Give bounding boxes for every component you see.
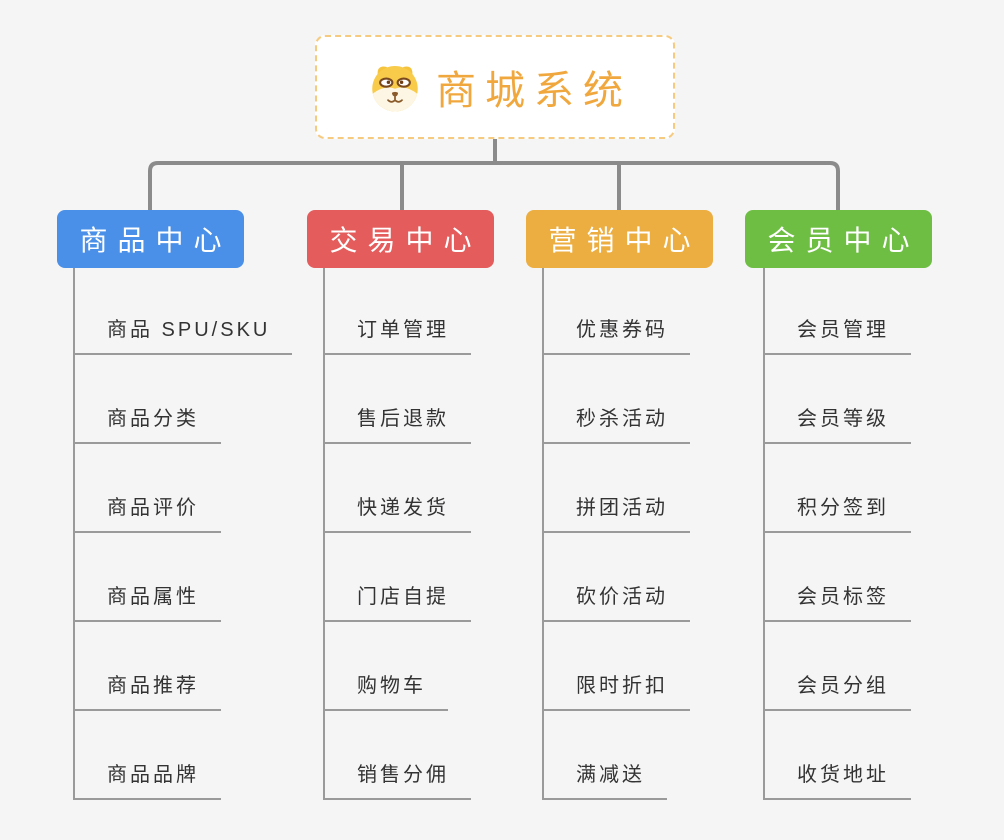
branch-product-center[interactable]: 商品中心 [57, 210, 244, 268]
branch-marketing-center[interactable]: 营销中心 [526, 210, 713, 268]
branch-children-trade: 订单管理 售后退款 快递发货 门店自提 购物车 销售分佣 [323, 268, 471, 800]
leaf-node[interactable]: 商品品牌 [75, 762, 221, 800]
branch-children-member: 会员管理 会员等级 积分签到 会员标签 会员分组 收货地址 [763, 268, 911, 800]
leaf-node[interactable]: 快递发货 [325, 495, 471, 533]
leaf-node[interactable]: 会员等级 [765, 406, 911, 444]
leaf-node[interactable]: 商品 SPU/SKU [75, 317, 293, 355]
shiba-dog-icon [372, 66, 418, 112]
leaf-node[interactable]: 门店自提 [325, 584, 471, 622]
leaf-node[interactable]: 砍价活动 [544, 584, 690, 622]
leaf-node[interactable]: 限时折扣 [544, 673, 690, 711]
root-node[interactable]: 商城系统 [315, 35, 675, 139]
leaf-node[interactable]: 满减送 [544, 762, 667, 800]
leaf-node[interactable]: 会员管理 [765, 317, 911, 355]
leaf-node[interactable]: 收货地址 [765, 762, 911, 800]
leaf-node[interactable]: 商品属性 [75, 584, 221, 622]
leaf-node[interactable]: 拼团活动 [544, 495, 690, 533]
leaf-node[interactable]: 销售分佣 [325, 762, 471, 800]
leaf-node[interactable]: 商品推荐 [75, 673, 221, 711]
leaf-node[interactable]: 商品评价 [75, 495, 221, 533]
branch-member-center[interactable]: 会员中心 [745, 210, 932, 268]
root-title: 商城系统 [436, 69, 632, 113]
leaf-node[interactable]: 订单管理 [325, 317, 471, 355]
leaf-node[interactable]: 商品分类 [75, 406, 221, 444]
branch-children-marketing: 优惠券码 秒杀活动 拼团活动 砍价活动 限时折扣 满减送 [542, 268, 690, 800]
leaf-node[interactable]: 会员分组 [765, 673, 911, 711]
leaf-node[interactable]: 积分签到 [765, 495, 911, 533]
leaf-node[interactable]: 秒杀活动 [544, 406, 690, 444]
branch-trade-center[interactable]: 交易中心 [307, 210, 494, 268]
leaf-node[interactable]: 购物车 [325, 673, 448, 711]
leaf-node[interactable]: 会员标签 [765, 584, 911, 622]
branch-children-product: 商品 SPU/SKU 商品分类 商品评价 商品属性 商品推荐 商品品牌 [73, 268, 293, 800]
leaf-node[interactable]: 售后退款 [325, 406, 471, 444]
leaf-node[interactable]: 优惠券码 [544, 317, 690, 355]
